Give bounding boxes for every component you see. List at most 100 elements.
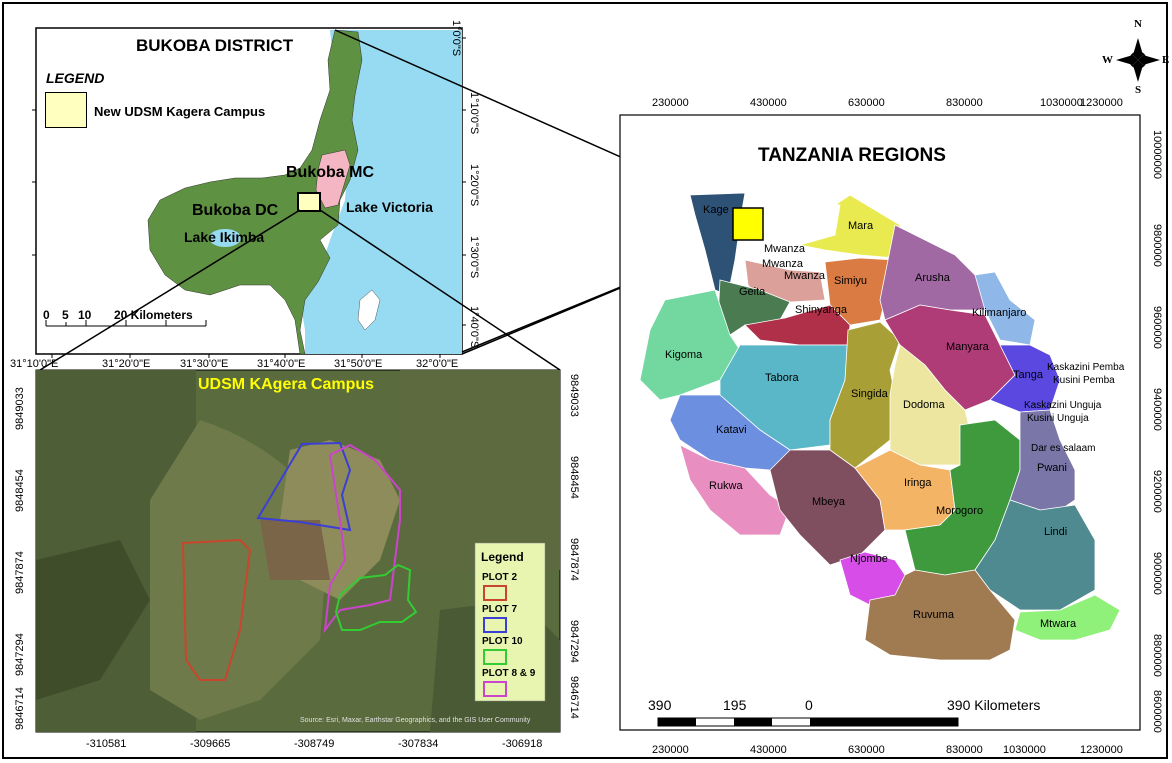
region-label: Singida <box>851 388 888 400</box>
sat-y-tick-left: 9846714 <box>14 687 26 730</box>
region-label: Dodoma <box>903 399 945 411</box>
region-label: Simiyu <box>834 275 868 287</box>
label-lake-victoria: Lake Victoria <box>346 199 433 215</box>
lake-ikimba-shape <box>209 229 241 247</box>
inset-scale-bar <box>45 320 207 327</box>
tz-x-tick-top: 1030000 <box>1040 97 1083 109</box>
label-kusini-pemba: Kusini Pemba <box>1053 375 1115 386</box>
legend-swatch-plot-2 <box>483 585 507 601</box>
region-kigoma <box>639 289 741 401</box>
inset-lat-tickmarks <box>32 37 466 358</box>
region-label: Katavi <box>716 424 747 436</box>
region-rukwa <box>679 444 791 536</box>
region-label: Tabora <box>765 372 799 384</box>
tz-x-tick-top: 630000 <box>848 97 885 109</box>
campus-marker <box>297 192 321 212</box>
region-label: Kage <box>703 204 729 216</box>
bukoba-mc-area <box>315 149 351 209</box>
tz-scale-0: 0 <box>805 697 813 713</box>
inset-lon-tick: 31°10'0"E <box>10 358 59 370</box>
legend-label-plot-8-9: PLOT 8 & 9 <box>482 668 536 679</box>
plot-legend-box <box>474 542 546 702</box>
region-label: Mwanza <box>784 270 825 282</box>
region-label: Iringa <box>904 477 932 489</box>
tz-scale-390: 390 <box>648 697 672 713</box>
sat-x-tick: -307834 <box>398 738 439 750</box>
label-kaskazini-unguja: Kaskazini Unguja <box>1024 400 1102 411</box>
region-label: Tanga <box>1013 369 1043 381</box>
region-label: Mtwara <box>1040 618 1077 630</box>
tz-scale-195: 195 <box>723 697 747 713</box>
inset-legend-item: New UDSM Kagera Campus <box>94 104 266 119</box>
tz-y-tick: 8800000 <box>1151 634 1163 677</box>
inset-scale-10: 10 <box>78 308 92 322</box>
tz-x-tick-bottom: 430000 <box>750 744 787 756</box>
region-label: Mara <box>848 220 874 232</box>
region-label: Kigoma <box>665 349 703 361</box>
legend-label-plot-10: PLOT 10 <box>482 636 523 647</box>
region-mara <box>799 194 901 259</box>
region-label: Mwanza <box>762 258 803 270</box>
tz-x-tick-top: 830000 <box>946 97 983 109</box>
region-label: Njombe <box>850 553 888 565</box>
inset-lon-tick: 31°20'0"E <box>102 358 151 370</box>
bukoba-dc-area <box>147 29 363 355</box>
plot-legend-title: Legend <box>481 550 524 564</box>
sat-y-tick-right: 9848454 <box>568 456 580 499</box>
tanzania-title: TANZANIA REGIONS <box>758 145 946 166</box>
imagery-credit: Source: Esri, Maxar, Earthstar Geographi… <box>300 717 531 724</box>
region-label: Manyara <box>946 341 989 353</box>
tz-scale-390-km: 390 Kilometers <box>947 697 1041 713</box>
region-label: Mbeya <box>812 496 846 508</box>
inset-lon-tick: 31°40'0"E <box>257 358 306 370</box>
inset-lon-tick: 32°0'0"E <box>416 358 459 370</box>
inset-lat-tick: 1°30'0"S <box>468 236 480 279</box>
plot-8-9-outline <box>323 443 401 634</box>
plot-2-outline <box>181 538 252 681</box>
tz-x-tick-top: 430000 <box>750 97 787 109</box>
label-dar-es-salaam: Dar es salaam <box>1031 443 1096 454</box>
compass-w: W <box>1102 54 1113 66</box>
inset-scale-20: 20 Kilometers <box>114 308 193 322</box>
inset-scale-5: 5 <box>62 308 69 322</box>
region-label: Shinyanga <box>795 304 847 316</box>
inset-lat-tick: 1°0'0"S <box>450 20 462 57</box>
region-label: Lindi <box>1044 526 1068 538</box>
inset-lon-tick: 31°50'0"E <box>334 358 383 370</box>
legend-label-plot-7: PLOT 7 <box>482 604 518 615</box>
inset-lat-tick: 1°40'0"S <box>468 306 480 349</box>
sat-y-tick-left: 9847294 <box>14 633 26 676</box>
tz-x-tick-bottom: 1230000 <box>1080 744 1123 756</box>
compass-s: S <box>1135 84 1142 96</box>
compass-rose-icon <box>1116 38 1160 82</box>
tz-x-tick-bottom: 830000 <box>946 744 983 756</box>
plot-7-outline <box>256 441 352 532</box>
label-kaskazini-pemba: Kaskazini Pemba <box>1047 362 1125 373</box>
tz-y-tick: 10000000 <box>1151 130 1163 179</box>
sat-x-tick: -309665 <box>190 738 231 750</box>
tz-x-tick-bottom: 630000 <box>848 744 885 756</box>
tz-x-tick-top: 1230000 <box>1080 97 1123 109</box>
sat-x-tick: -308749 <box>294 738 335 750</box>
island-shape <box>357 289 381 331</box>
compass-n: N <box>1134 18 1142 30</box>
sat-y-tick-left: 9849033 <box>14 387 26 430</box>
bukoba-inset <box>32 27 466 358</box>
tz-x-tick-bottom: 230000 <box>652 744 689 756</box>
region-ruvuma <box>864 569 1016 661</box>
region-label: Arusha <box>915 272 950 284</box>
region-label: Mwanza <box>764 243 805 255</box>
label-kusini-unguja: Kusini Unguja <box>1027 413 1089 424</box>
label-bukoba-dc: Bukoba DC <box>192 202 279 219</box>
satellite-title: UDSM KAgera Campus <box>198 376 375 393</box>
sat-y-tick-right: 9846714 <box>568 676 580 719</box>
tanzania-panel <box>619 114 1141 731</box>
tz-x-tick-top: 230000 <box>652 97 689 109</box>
legend-swatch-plot-10 <box>483 649 507 665</box>
compass-e: E <box>1162 54 1170 66</box>
inset-lat-tick: 1°20'0"S <box>468 164 480 207</box>
legend-label-plot-2: PLOT 2 <box>482 572 518 583</box>
tz-y-tick: 9400000 <box>1151 388 1163 431</box>
label-lake-ikimba: Lake Ikimba <box>184 229 265 245</box>
